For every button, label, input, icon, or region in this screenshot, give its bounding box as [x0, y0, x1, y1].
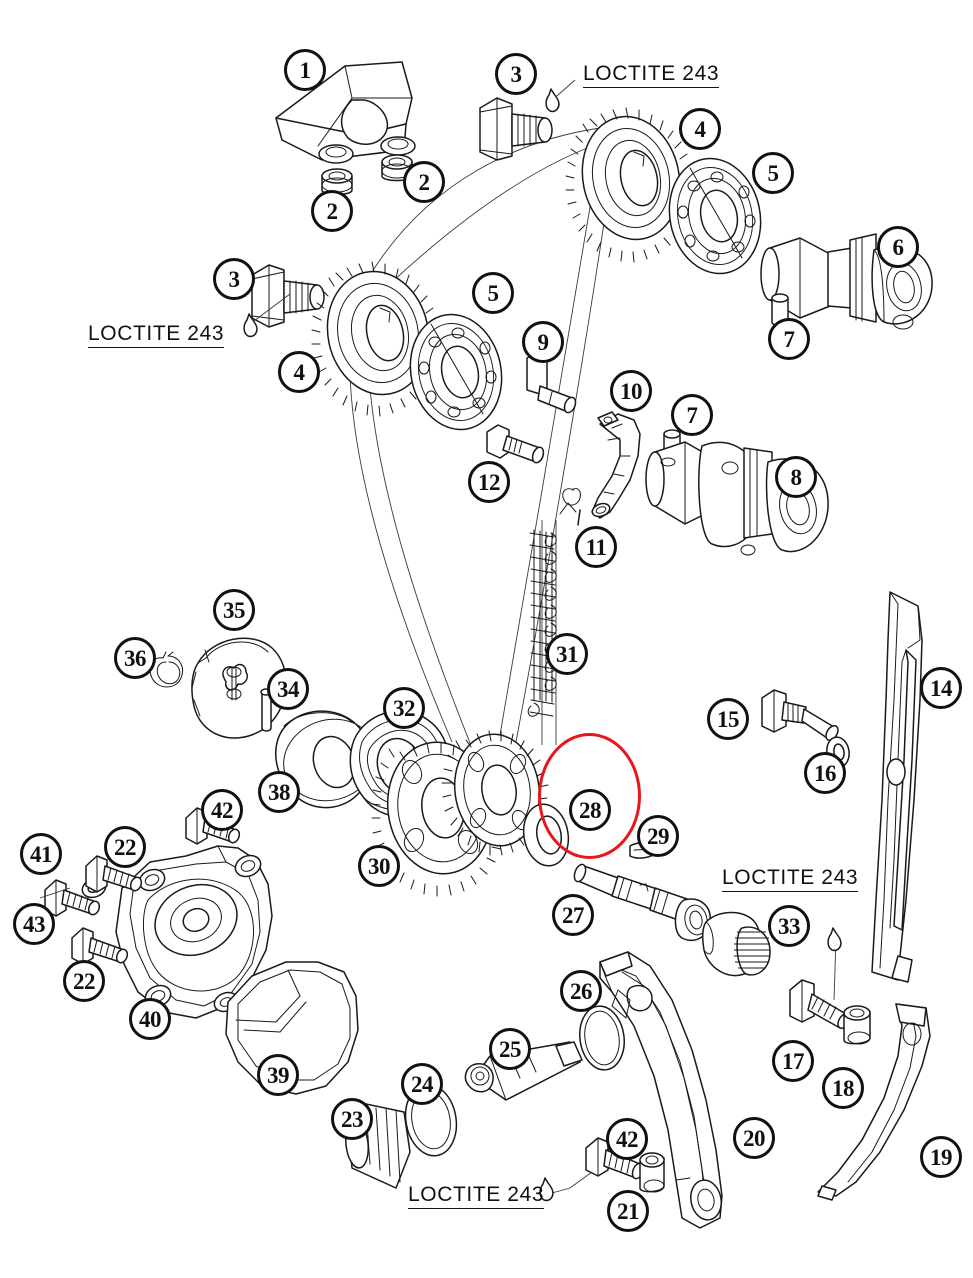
callout-3: 3 — [213, 258, 255, 300]
part-5-bearing-top — [668, 157, 762, 275]
callout-23: 23 — [331, 1098, 373, 1140]
callout-9: 9 — [522, 321, 564, 363]
callout-40: 40 — [129, 998, 171, 1040]
callout-6: 6 — [877, 226, 919, 268]
loctite-note-top: LOCTITE 243 — [583, 62, 720, 88]
callout-30: 30 — [358, 845, 400, 887]
callout-10: 10 — [610, 370, 652, 412]
callout-19: 19 — [920, 1136, 962, 1178]
callout-22: 22 — [63, 960, 105, 1002]
callout-41: 41 — [20, 833, 62, 875]
part-10-decomp-lever — [591, 411, 641, 519]
part-4-gear-left — [311, 261, 440, 417]
part-11-cotter-pin — [559, 487, 581, 526]
part-3-bolt-top — [479, 79, 576, 161]
callout-31: 31 — [546, 633, 588, 675]
callout-43: 43 — [13, 903, 55, 945]
part-39-gasket — [225, 961, 359, 1095]
callout-29: 29 — [637, 815, 679, 857]
part-22-bolt-lower — [71, 927, 129, 965]
callout-15: 15 — [707, 698, 749, 740]
callout-11: 11 — [575, 526, 617, 568]
loctite-note-right: LOCTITE 243 — [722, 866, 859, 892]
callout-4: 4 — [679, 108, 721, 150]
callout-21: 21 — [607, 1190, 649, 1232]
callout-16: 16 — [804, 752, 846, 794]
part-2-bushings — [321, 154, 413, 196]
part-38-rotor — [275, 710, 377, 809]
callout-25: 25 — [489, 1028, 531, 1070]
callout-5: 5 — [472, 272, 514, 314]
part-21-spacer — [639, 1152, 665, 1193]
part-40-pump-cover — [115, 845, 273, 1019]
callout-27: 27 — [552, 894, 594, 936]
part-41-bolt — [44, 879, 101, 917]
part-9-lever-pin — [526, 353, 577, 414]
loctite-note-bottom: LOCTITE 243 — [408, 1183, 545, 1209]
part-3-bolt-left — [243, 264, 325, 338]
callout-12: 12 — [468, 461, 510, 503]
callout-5: 5 — [752, 152, 794, 194]
callout-32: 32 — [383, 687, 425, 729]
callout-42: 42 — [201, 789, 243, 831]
part-18-spacer — [843, 1005, 871, 1045]
callout-4: 4 — [278, 351, 320, 393]
part-5-bearing-left — [409, 313, 503, 431]
part-20-tensioner-rail — [599, 951, 723, 1229]
callout-3: 3 — [495, 53, 537, 95]
callout-34: 34 — [267, 668, 309, 710]
callout-22: 22 — [104, 826, 146, 868]
part-33-needle-bearing — [701, 911, 771, 977]
part-14-chain-guide — [871, 591, 923, 983]
part-30-pump-gears — [371, 730, 549, 897]
callout-42: 42 — [606, 1118, 648, 1160]
part-4-gear-top — [565, 107, 694, 263]
part-27-pump-shaft — [573, 863, 711, 942]
part-26-oring — [579, 1005, 625, 1071]
callout-1: 1 — [284, 49, 326, 91]
part-22-bolt-upper — [85, 855, 143, 893]
loctite-note-left: LOCTITE 243 — [88, 322, 225, 348]
callout-28: 28 — [569, 789, 611, 831]
callout-8: 8 — [775, 456, 817, 498]
part-1-bridge — [275, 61, 416, 164]
callout-20: 20 — [733, 1117, 775, 1159]
callout-2: 2 — [403, 161, 445, 203]
callout-7: 7 — [768, 318, 810, 360]
part-12-bolt — [486, 424, 545, 464]
callout-38: 38 — [258, 771, 300, 813]
callout-17: 17 — [772, 1040, 814, 1082]
part-19-chain-slider — [817, 1003, 931, 1201]
callout-7: 7 — [671, 394, 713, 436]
callout-39: 39 — [257, 1054, 299, 1096]
callout-35: 35 — [213, 589, 255, 631]
part-15-bolt — [761, 689, 839, 742]
part-17-bolt — [789, 927, 851, 1030]
part-34-pin — [260, 688, 272, 732]
callout-26: 26 — [560, 970, 602, 1012]
callout-36: 36 — [114, 637, 156, 679]
callout-18: 18 — [822, 1067, 864, 1109]
callout-2: 2 — [311, 190, 353, 232]
red-ellipse-highlight — [538, 733, 641, 859]
callout-24: 24 — [401, 1063, 443, 1105]
callout-14: 14 — [920, 667, 962, 709]
callout-33: 33 — [768, 905, 810, 947]
